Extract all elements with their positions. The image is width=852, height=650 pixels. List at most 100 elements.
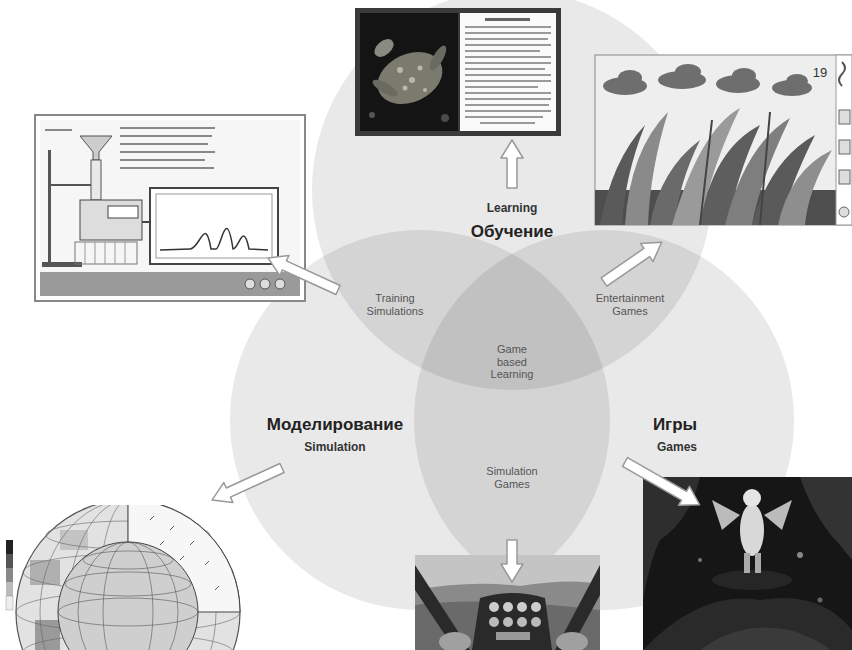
- adventure-game-illustration: [764, 500, 792, 530]
- plants-game-illustration: [839, 62, 845, 86]
- lab-simulation-illustration: [35, 115, 305, 301]
- lab-simulation-illustration: [91, 160, 101, 200]
- flight-simulator-illustration: [489, 617, 499, 627]
- globe-model-illustration: [6, 500, 240, 650]
- pointer-arrow: [501, 140, 523, 188]
- plants-game-illustration: [700, 120, 712, 225]
- adventure-game-illustration: [643, 477, 852, 650]
- lab-simulation-illustration: [142, 221, 150, 223]
- plants-game-illustration: [595, 64, 852, 225]
- lab-simulation-illustration: [260, 279, 270, 289]
- pointer-arrow: [263, 248, 342, 300]
- flight-simulator-illustration: [503, 617, 513, 627]
- adventure-game-illustration: [643, 477, 852, 650]
- ebook-illustration: [370, 77, 399, 100]
- lab-simulation-illustration: [275, 279, 285, 289]
- adventure-game-illustration: [800, 477, 852, 560]
- adventure-game-illustration: [712, 500, 740, 530]
- adventure-game-illustration: [744, 553, 750, 573]
- circle-subtitle: Learning: [487, 201, 538, 215]
- adventure-game-illustration: [643, 598, 852, 650]
- adventure-game-illustration: [740, 504, 764, 556]
- adventure-game-illustration: [698, 558, 702, 562]
- ebook-illustration: [460, 13, 556, 131]
- plants-game-illustration: [760, 112, 770, 225]
- ebook-illustration: [369, 112, 375, 118]
- overlap-label: Entertainment Games: [590, 292, 670, 317]
- flight-simulator-illustration: [503, 602, 513, 612]
- flight-simulator-illustration: [439, 632, 471, 650]
- globe-model-illustration: [103, 542, 153, 650]
- overlap-label: Simulation Games: [476, 465, 548, 490]
- plants-game-illustration: [839, 207, 849, 217]
- flight-simulator-illustration: [556, 632, 588, 650]
- ebook-illustration: [397, 67, 403, 73]
- plants-game-illustration: [839, 170, 850, 184]
- flight-simulator-illustration: [531, 602, 541, 612]
- plants-game-illustration: [732, 68, 756, 84]
- adventure-game-illustration: [797, 552, 803, 558]
- plants-game-illustration: [595, 55, 852, 225]
- ebook-illustration: [423, 88, 427, 92]
- globe-model-illustration: [35, 620, 60, 650]
- circle-title: Моделирование: [267, 415, 403, 435]
- adventure-game-illustration: [818, 598, 823, 603]
- lab-simulation-illustration: [48, 150, 51, 265]
- ebook-illustration: [360, 13, 458, 131]
- lab-simulation-illustration: [80, 200, 142, 240]
- pointer-arrow: [207, 458, 286, 510]
- pointer-arrow: [207, 140, 705, 582]
- globe-model-illustration: [78, 542, 178, 650]
- circle-title: Игры: [653, 415, 697, 435]
- ebook-illustration: [427, 43, 450, 72]
- circle-title: Обучение: [471, 222, 553, 242]
- flight-simulator-illustration: [489, 602, 499, 612]
- lab-simulation-illustration: [40, 272, 300, 296]
- ebook-illustration: [441, 114, 449, 122]
- globe-model-illustration: [58, 542, 198, 650]
- adventure-game-illustration: [700, 628, 830, 650]
- adventure-game-illustration: [643, 477, 852, 650]
- lab-simulation-illustration: [150, 188, 278, 264]
- globe-model-illustration: [6, 554, 13, 568]
- flight-simulator-illustration: [531, 617, 541, 627]
- ebook-illustration: [485, 18, 530, 21]
- plants-game-illustration: [836, 55, 852, 225]
- lab-simulation-illustration: [156, 194, 272, 258]
- lab-simulation-illustration: [50, 184, 92, 186]
- flight-simulator-illustration: [496, 632, 530, 640]
- ebook-illustration: [403, 86, 408, 91]
- globe-model-illustration: [6, 568, 13, 582]
- globe-model-illustration: [58, 598, 198, 626]
- lab-simulation-illustration: [245, 279, 255, 289]
- plants-game-illustration: [618, 70, 642, 86]
- pointer-arrow: [620, 452, 706, 514]
- globe-model-illustration: [16, 505, 240, 650]
- globe-model-illustration: [150, 516, 219, 590]
- adventure-game-illustration: [755, 553, 761, 573]
- flight-simulator-illustration: [415, 565, 600, 650]
- plants-game-illustration: [839, 110, 850, 124]
- plants-game-illustration: [778, 150, 832, 225]
- plants-game-illustration: [595, 55, 852, 225]
- pointer-arrow: [501, 540, 523, 582]
- globe-model-illustration: [6, 582, 13, 596]
- pointer-arrow: [598, 233, 668, 291]
- flight-simulator-illustration: [517, 602, 527, 612]
- lab-simulation-illustration: [40, 120, 300, 296]
- overlap-label: Training Simulations: [355, 292, 435, 317]
- score-number: 19: [813, 65, 827, 80]
- lab-simulation-illustration: [160, 229, 268, 250]
- globe-model-illustration: [6, 596, 13, 610]
- flight-simulator-illustration: [472, 593, 552, 650]
- globe-model-illustration: [83, 551, 173, 569]
- circle-subtitle: Simulation: [304, 440, 365, 454]
- ebook-illustration: [355, 8, 561, 136]
- adventure-game-illustration: [712, 570, 792, 590]
- lab-simulation-illustration: [108, 206, 138, 218]
- lab-simulation-illustration: [80, 136, 112, 160]
- adventure-game-illustration: [743, 489, 761, 507]
- lab-simulation-illustration: [75, 242, 137, 264]
- flight-simulator-illustration: [517, 617, 527, 627]
